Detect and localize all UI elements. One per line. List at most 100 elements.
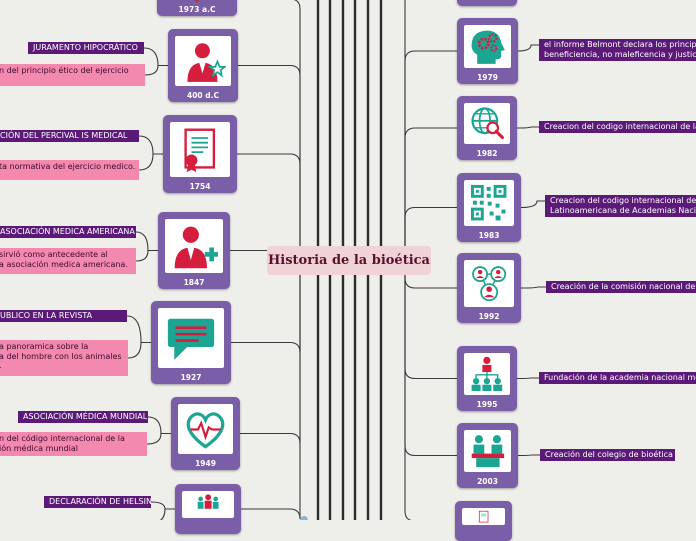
event-description[interactable]: ta normativa del ejercicio medico. bbox=[0, 160, 139, 180]
timeline-card[interactable] bbox=[457, 0, 517, 6]
connector bbox=[516, 126, 539, 129]
card-image bbox=[464, 180, 514, 226]
connector bbox=[138, 135, 163, 155]
org-chart-icon bbox=[468, 355, 506, 393]
connector bbox=[516, 377, 539, 380]
connector bbox=[127, 342, 142, 359]
connector bbox=[383, 0, 406, 261]
timeline-card[interactable]: 400 d.C bbox=[168, 29, 238, 102]
timeline-card[interactable]: 1927 bbox=[151, 301, 231, 384]
card-year: 400 d.C bbox=[187, 91, 219, 100]
person-star-icon bbox=[181, 39, 227, 84]
card-image bbox=[158, 308, 224, 368]
globe-search-icon bbox=[469, 105, 506, 142]
event-description[interactable]: sirvió como antecedente al a asociación … bbox=[0, 248, 136, 274]
connector bbox=[150, 501, 175, 510]
connector bbox=[143, 47, 168, 67]
connector bbox=[383, 259, 412, 520]
timeline-card[interactable]: 1979 bbox=[457, 18, 518, 84]
card-image bbox=[464, 103, 510, 144]
card-year: 1992 bbox=[478, 312, 500, 321]
timeline-card[interactable]: 1847 bbox=[158, 212, 230, 289]
timeline-card[interactable]: 1983 bbox=[457, 173, 521, 242]
central-topic[interactable]: Historia de la bioética bbox=[267, 246, 431, 275]
connector bbox=[146, 433, 162, 445]
timeline-card[interactable]: 1982 bbox=[457, 96, 517, 160]
connector bbox=[383, 259, 457, 380]
event-title[interactable]: Creacion del codigo internacional de la bbox=[539, 121, 696, 133]
event-title[interactable]: el informe Belmont declara los principi … bbox=[539, 39, 696, 61]
connector bbox=[293, 0, 318, 261]
event-description[interactable]: n del código internacional de la ión méd… bbox=[0, 432, 147, 456]
connector bbox=[159, 508, 166, 520]
timeline-card[interactable]: 1949 bbox=[171, 397, 240, 470]
chat-icon bbox=[164, 311, 218, 365]
heartbeat-icon bbox=[183, 407, 228, 452]
connector bbox=[126, 315, 151, 344]
card-year: 1983 bbox=[478, 231, 500, 240]
connector bbox=[135, 231, 158, 252]
event-description[interactable]: a panoramica sobre la a del hombre con l… bbox=[0, 340, 128, 376]
card-image bbox=[464, 430, 511, 472]
card-image bbox=[462, 508, 505, 525]
head-gears-icon bbox=[468, 27, 507, 66]
card-year: 1754 bbox=[189, 182, 211, 191]
meeting-icon bbox=[469, 432, 507, 470]
connector bbox=[144, 65, 159, 76]
card-year: 2003 bbox=[477, 477, 498, 486]
card-image bbox=[464, 353, 510, 395]
event-description[interactable]: n del principio ético del ejercicio bbox=[0, 64, 145, 86]
certificate-icon bbox=[175, 125, 225, 175]
card-year: 1973 a.C bbox=[178, 5, 216, 14]
connector bbox=[383, 259, 457, 457]
timeline-card[interactable]: 1992 bbox=[457, 253, 521, 323]
people-network-icon bbox=[468, 262, 510, 304]
card-image bbox=[182, 491, 234, 518]
group-icon bbox=[196, 492, 220, 516]
timeline-card[interactable]: 2003 bbox=[457, 423, 518, 488]
timeline-card[interactable]: 1973 a.C bbox=[157, 0, 237, 16]
card-image bbox=[464, 260, 514, 307]
event-title[interactable]: Creacion del codigo internacional de Lat… bbox=[545, 195, 696, 217]
event-title[interactable]: Fundación de la academia nacional me bbox=[539, 372, 696, 384]
card-year: 1949 bbox=[195, 459, 216, 468]
event-title[interactable]: ASOCIACIÓN MEDICA AMERICANA bbox=[0, 226, 136, 238]
card-year: 1927 bbox=[180, 373, 202, 382]
collapse-dot[interactable] bbox=[300, 516, 308, 520]
timeline-card[interactable]: 1995 bbox=[457, 346, 517, 411]
card-image bbox=[175, 36, 231, 86]
card-year: 1979 bbox=[477, 73, 498, 82]
connector bbox=[520, 286, 546, 289]
card-image bbox=[165, 219, 223, 273]
connector bbox=[147, 416, 171, 435]
timeline-card[interactable] bbox=[175, 484, 241, 534]
card-year: 1847 bbox=[183, 278, 205, 287]
doctor-plus-icon bbox=[170, 222, 219, 271]
connector bbox=[238, 64, 318, 261]
connector bbox=[383, 206, 457, 261]
event-title[interactable]: CIÓN DEL PERCIVAL IS MEDICAL bbox=[0, 130, 139, 142]
event-title[interactable]: JURAMENTO HIPOCRÁTICO bbox=[28, 42, 144, 54]
event-title[interactable]: ASOCIACIÓN MÉDICA MUNDIAL bbox=[18, 411, 148, 423]
event-title[interactable]: Creación de la comisión nacional de bbox=[546, 281, 696, 293]
card-image bbox=[178, 404, 233, 454]
connector bbox=[517, 454, 540, 457]
connector bbox=[517, 44, 539, 52]
card-year: 1995 bbox=[476, 400, 498, 409]
timeline-card[interactable]: 1754 bbox=[163, 115, 237, 193]
connector bbox=[383, 50, 457, 261]
connector bbox=[237, 153, 318, 261]
connector bbox=[138, 153, 154, 171]
card-year: 1982 bbox=[476, 149, 498, 158]
event-title[interactable]: Creación del colegio de bioética bbox=[540, 449, 675, 461]
document-icon bbox=[476, 509, 491, 524]
card-image bbox=[170, 122, 230, 177]
connector bbox=[240, 259, 318, 444]
connector bbox=[241, 259, 318, 520]
connector bbox=[520, 200, 545, 209]
event-title[interactable]: DECLARACIÓN DE HELSINKI bbox=[44, 496, 151, 508]
timeline-card[interactable] bbox=[455, 501, 512, 541]
event-title[interactable]: UBLICO EN LA REVISTA bbox=[0, 310, 127, 322]
card-image bbox=[464, 25, 511, 68]
connector bbox=[383, 127, 457, 261]
